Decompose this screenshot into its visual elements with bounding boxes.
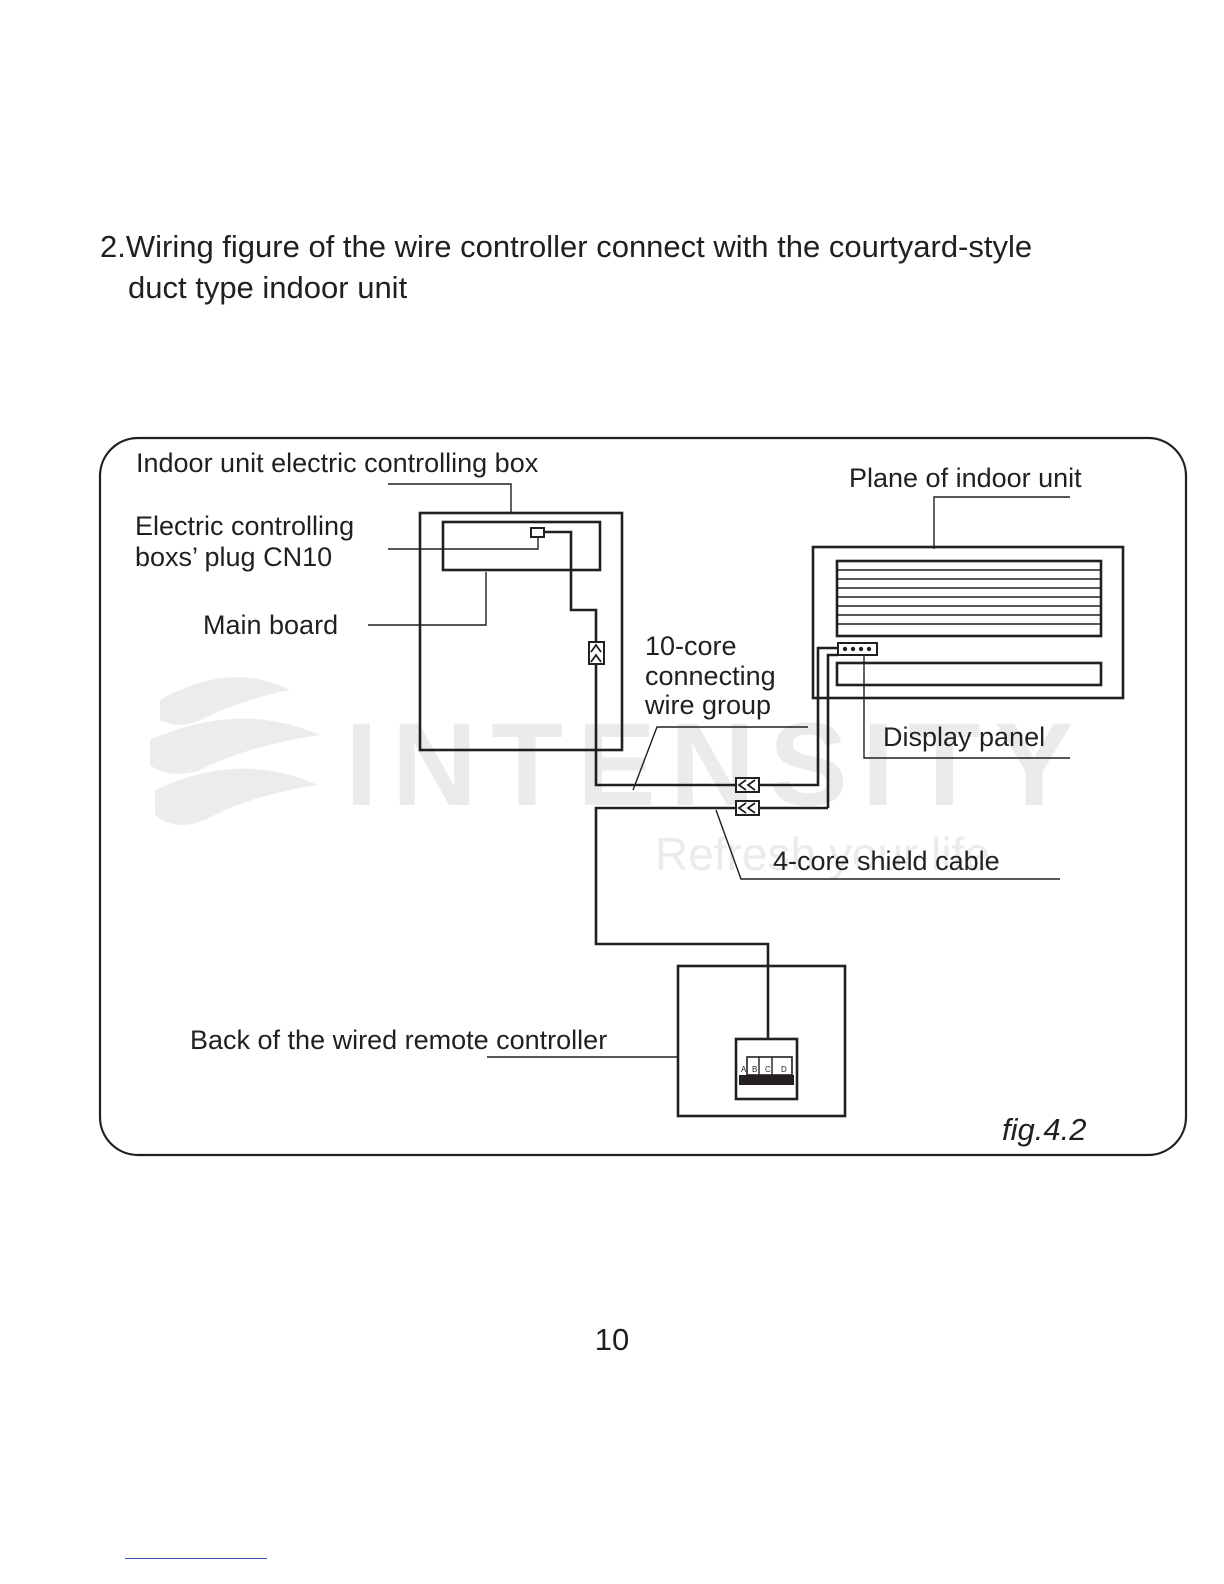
grille xyxy=(835,559,1103,638)
terminal-b: B xyxy=(752,1065,757,1074)
heading-line-2: duct type indoor unit xyxy=(128,270,408,305)
label-remote-back: Back of the wired remote controller xyxy=(190,1025,607,1055)
label-indoor-unit-plane: Plane of indoor unit xyxy=(849,463,1082,493)
diagram-frame xyxy=(98,436,1188,1157)
inline-connector-vertical xyxy=(588,641,605,665)
terminal-d: D xyxy=(781,1065,787,1074)
label-4core-cable: 4-core shield cable xyxy=(773,846,1000,876)
label-indoor-control-box: Indoor unit electric controlling box xyxy=(136,448,539,478)
terminal-block: A B C D xyxy=(734,1037,799,1101)
main-board xyxy=(441,520,602,572)
watermark-slogan: Refresh your life xyxy=(655,828,990,880)
label-10core-line-1: 10-core xyxy=(645,631,737,661)
leader-lines xyxy=(368,483,1070,1058)
label-10core-line-3: wire group xyxy=(644,690,771,720)
heading-line-1: 2.Wiring figure of the wire controller c… xyxy=(100,229,1033,264)
terminal-c: C xyxy=(765,1065,771,1074)
figure-caption: fig.4.2 xyxy=(1002,1112,1086,1147)
label-display-panel: Display panel xyxy=(883,722,1045,752)
wires xyxy=(544,530,838,1060)
inline-connector-10core xyxy=(735,777,760,793)
label-10core-line-2: connecting xyxy=(645,661,776,691)
remote-controller-back xyxy=(676,964,847,1118)
plug-cn10 xyxy=(530,527,545,538)
indoor-control-box xyxy=(418,511,624,752)
section-heading: 2.Wiring figure of the wire controller c… xyxy=(100,226,1190,308)
label-plug-line-1: Electric controlling xyxy=(135,511,354,541)
page-number: 10 xyxy=(594,1322,630,1357)
terminal-a: A xyxy=(741,1065,747,1074)
watermark-logo-icon xyxy=(150,677,320,825)
grille-bars xyxy=(837,569,1101,625)
footer-rule xyxy=(125,1558,267,1559)
indoor-unit-plane xyxy=(811,545,1125,700)
display-panel-slot xyxy=(835,661,1103,687)
inline-connector-4core xyxy=(735,800,760,816)
label-plug-line-2: boxs’ plug CN10 xyxy=(135,542,332,572)
label-main-board: Main board xyxy=(203,610,338,640)
display-connector xyxy=(837,642,878,656)
